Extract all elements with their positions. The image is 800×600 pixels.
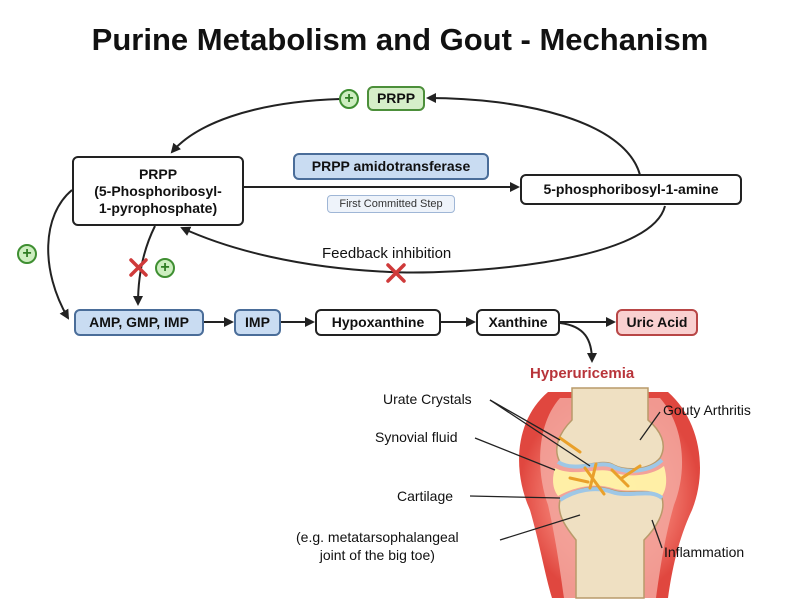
node-uric-acid: Uric Acid [616, 309, 698, 336]
pointer-synovial [474, 437, 556, 471]
cartilage-lower [558, 487, 664, 502]
node-imp: IMP [234, 309, 281, 336]
activation-plus-left: + [17, 244, 37, 264]
label-urate-crystals: Urate Crystals [383, 391, 472, 407]
upper-bone [556, 387, 664, 470]
label-example-line-1: (e.g. metatarsophalangeal [296, 529, 459, 545]
node-uric-acid-label: Uric Acid [626, 314, 688, 330]
node-prpp-main-line-2: (5-Phosphoribosyl- [94, 182, 222, 199]
node-amp-gmp-imp: AMP, GMP, IMP [74, 309, 204, 336]
label-cartilage: Cartilage [397, 488, 454, 504]
urate-crystals [558, 436, 642, 496]
inhibition-cross-feedback [386, 263, 406, 283]
pointer-inflammation [651, 519, 663, 549]
node-prpp-main-line-1: PRPP [138, 165, 178, 182]
activation-plus-center: + [155, 258, 175, 278]
arrow-prpp-to-amp [47, 189, 73, 320]
first-committed-step-label: First Committed Step [339, 198, 443, 210]
arrow-prpp-top-to-prpp [170, 98, 341, 154]
node-xanthine-label: Xanthine [488, 314, 548, 330]
pointer-urate-1 [489, 399, 561, 441]
feedback-inhibition-label: Feedback inhibition [322, 245, 452, 262]
node-5-phosphoribosyl-1-amine: 5-phosphoribosyl-1-amine [520, 174, 742, 205]
arrow-feedback-inhibition [180, 205, 666, 274]
node-hypoxanthine: Hypoxanthine [315, 309, 441, 336]
node-hypoxanthine-label: Hypoxanthine [331, 314, 425, 330]
hyperuricemia-label: Hyperuricemia [530, 365, 635, 382]
pointer-urate-2 [489, 399, 591, 467]
label-gouty-arthritis: Gouty Arthritis [663, 402, 751, 418]
label-example-joint: (e.g. metatarsophalangeal joint of the b… [296, 528, 459, 564]
node-prpp-top-label: PRPP [376, 90, 416, 106]
node-imp-label: IMP [245, 314, 270, 330]
node-prpp-main-line-3: 1-pyrophosphate) [98, 199, 218, 216]
node-prpp-top: PRPP [367, 86, 425, 111]
arrow-to-hyperuricemia [559, 322, 597, 363]
label-example-line-2: joint of the big toe) [319, 547, 435, 563]
node-amine-label: 5-phosphoribosyl-1-amine [543, 181, 719, 197]
synovial-fluid-area [553, 466, 667, 496]
node-xanthine: Xanthine [476, 309, 560, 336]
first-committed-step-tag: First Committed Step [327, 195, 455, 213]
node-prpp-main: PRPP (5-Phosphoribosyl- 1-pyrophosphate) [72, 156, 244, 226]
label-inflammation: Inflammation [664, 544, 745, 560]
pointer-cartilage [469, 495, 561, 499]
pointer-gouty [639, 411, 661, 441]
enzyme-label: PRPP amidotransferase [311, 158, 471, 174]
joint-illustration [519, 387, 700, 599]
pointer-example [499, 514, 581, 541]
label-synovial-fluid: Synovial fluid [375, 429, 458, 445]
activation-plus-top: + [339, 89, 359, 109]
enzyme-prpp-amidotransferase: PRPP amidotransferase [293, 153, 489, 180]
diagram-title: Purine Metabolism and Gout - Mechanism [91, 22, 709, 57]
inhibition-cross-prpp [129, 258, 148, 277]
cartilage-upper [556, 458, 664, 473]
arrow-amine-to-prpp-top [426, 93, 641, 176]
node-amp-gmp-imp-label: AMP, GMP, IMP [89, 314, 189, 330]
